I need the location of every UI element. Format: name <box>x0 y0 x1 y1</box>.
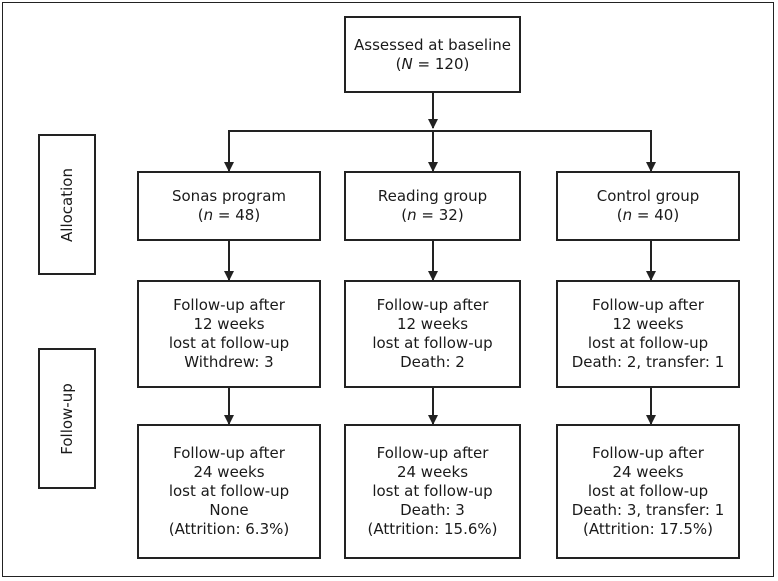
week24-line: Follow-up after <box>592 444 704 462</box>
group-count: (n = 48) <box>197 206 261 224</box>
follow-up-label: Follow-up <box>58 382 76 455</box>
group-name: Reading group <box>377 187 488 205</box>
week12-line: 12 weeks <box>193 315 265 333</box>
week24-line: 24 weeks <box>396 463 469 481</box>
week12-line: lost at follow-up <box>372 334 493 352</box>
group-box-sonas: Sonas program (n = 48) <box>137 171 321 241</box>
week12-line: lost at follow-up <box>168 334 290 352</box>
group-box-control: Control group (n = 40) <box>556 171 740 241</box>
week24-attrition: (Attrition: 17.5%) <box>582 520 713 538</box>
group-count: (n = 32) <box>401 206 464 224</box>
week12-line: 12 weeks <box>396 315 469 333</box>
group-count: (n = 40) <box>616 206 680 224</box>
week12-box-reading: Follow-up after 12 weeks lost at follow-… <box>344 280 521 388</box>
allocation-label: Allocation <box>58 167 76 242</box>
week24-attrition: (Attrition: 6.3%) <box>168 520 290 538</box>
baseline-count: (N = 120) <box>395 54 470 73</box>
week12-line: Follow-up after <box>592 296 704 314</box>
week24-loss: Death: 3 <box>400 501 465 519</box>
baseline-title: Assessed at baseline <box>354 35 511 54</box>
week24-box-control: Follow-up after 24 weeks lost at follow-… <box>556 424 740 559</box>
follow-up-stage: Follow-up <box>38 348 96 489</box>
week12-loss: Withdrew: 3 <box>184 353 274 371</box>
week24-line: lost at follow-up <box>168 482 290 500</box>
week12-line: lost at follow-up <box>587 334 709 352</box>
week24-box-sonas: Follow-up after 24 weeks lost at follow-… <box>137 424 321 559</box>
allocation-stage: Allocation <box>38 134 96 275</box>
week24-line: Follow-up after <box>376 444 489 462</box>
week12-line: 12 weeks <box>612 315 684 333</box>
week24-loss: None <box>209 501 249 519</box>
baseline-box: Assessed at baseline (N = 120) <box>344 16 521 93</box>
group-name: Sonas program <box>171 187 286 205</box>
week12-loss: Death: 2 <box>400 353 465 371</box>
week24-line: lost at follow-up <box>372 482 493 500</box>
week24-line: Follow-up after <box>173 444 285 462</box>
week12-line: Follow-up after <box>376 296 489 314</box>
week24-line: 24 weeks <box>193 463 265 481</box>
week12-box-control: Follow-up after 12 weeks lost at follow-… <box>556 280 740 388</box>
week24-box-reading: Follow-up after 24 weeks lost at follow-… <box>344 424 521 559</box>
group-box-reading: Reading group (n = 32) <box>344 171 521 241</box>
week12-box-sonas: Follow-up after 12 weeks lost at follow-… <box>137 280 321 388</box>
week24-line: 24 weeks <box>612 463 684 481</box>
week12-loss: Death: 2, transfer: 1 <box>571 353 725 371</box>
week12-line: Follow-up after <box>173 296 285 314</box>
week24-attrition: (Attrition: 15.6%) <box>367 520 498 538</box>
week24-loss: Death: 3, transfer: 1 <box>571 501 725 519</box>
week24-line: lost at follow-up <box>587 482 709 500</box>
group-name: Control group <box>596 187 700 205</box>
